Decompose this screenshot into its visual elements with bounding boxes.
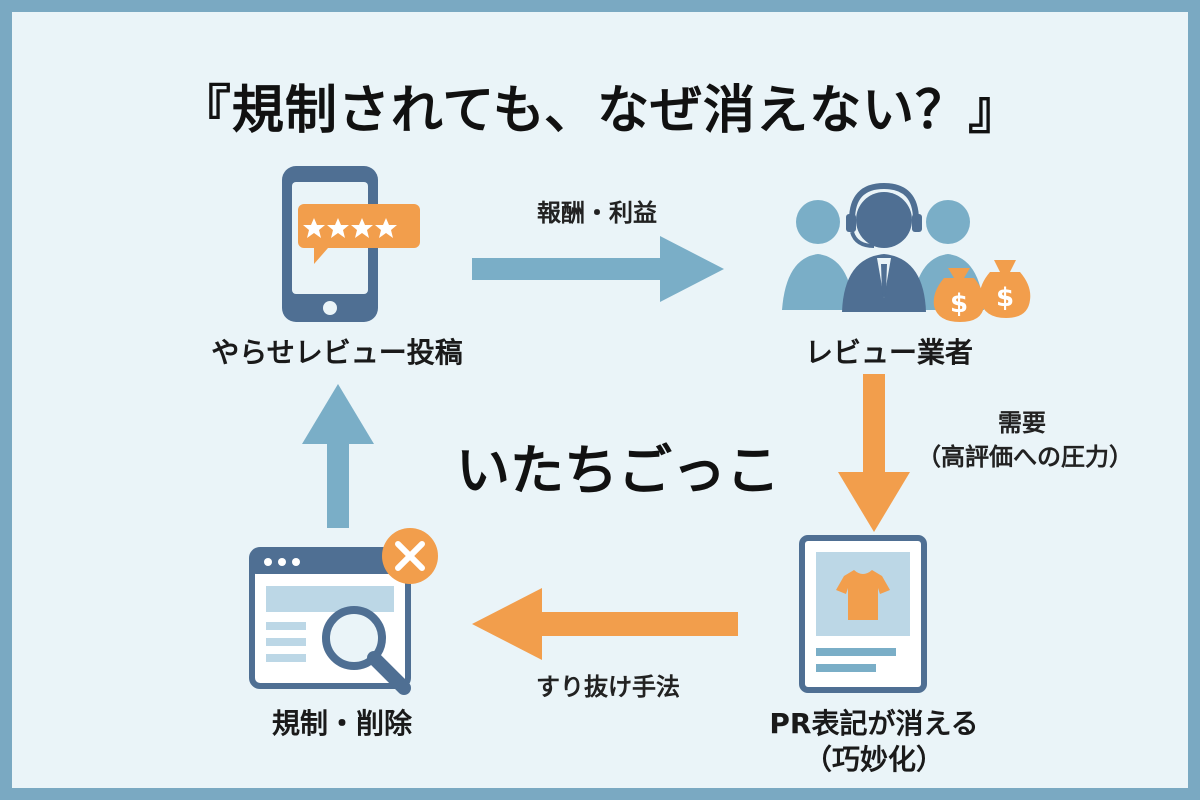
arrow-label-loophole: すり抜け手法 [536,673,680,701]
node-label-pr-hidden-1: PR表記が消える [769,707,979,740]
product-listing-icon [799,535,927,693]
operators-money-icon: $ $ [782,182,1031,322]
arrow-back-to-post [302,384,374,528]
arrow-label-reward: 報酬・利益 [537,199,657,227]
browser-search-block-icon [249,528,438,695]
diagram-title: 『規制されても、なぜ消えない？』 [178,81,1022,141]
arrow-demand [838,374,910,532]
node-label-regulation: 規制・削除 [271,707,412,740]
node-label-pr-hidden-2: （巧妙化） [803,743,944,776]
node-label-review-agency: レビュー業者 [804,336,973,369]
svg-text:$: $ [950,289,968,319]
diagram-canvas: 『規制されても、なぜ消えない？』 やらせレビュー投稿 報酬・利益 [12,12,1188,788]
node-label-review-post: やらせレビュー投稿 [211,336,463,369]
arrow-label-demand-1: 需要 [998,409,1046,437]
arrow-reward [472,236,724,302]
svg-text:$: $ [996,283,1014,313]
center-text-cat-and-mouse: いたちごっこ [456,439,780,502]
phone-review-icon [282,166,420,322]
arrow-label-demand-2: （高評価への圧力） [917,443,1133,471]
arrow-loophole [472,588,738,660]
